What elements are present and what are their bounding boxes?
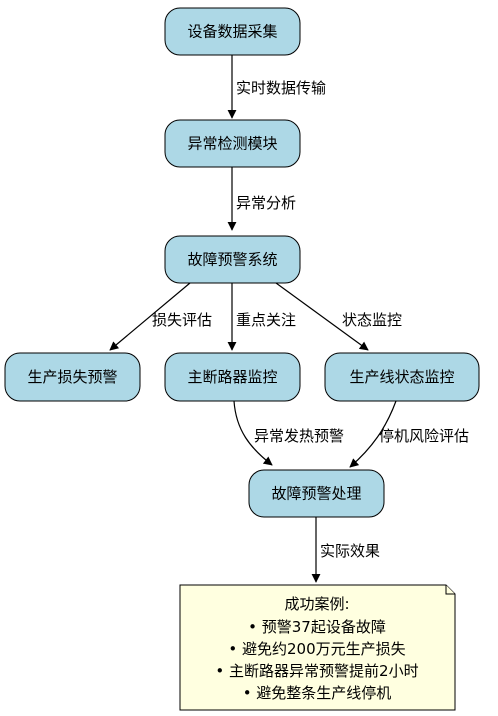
node-anomaly-detection: 异常检测模块 [164,119,301,168]
node-label: 故障预警系统 [187,251,277,269]
success-case-note: 成功案例: • 预警37起设备故障 • 避免约200万元生产损失 • 主断路器异… [179,584,456,711]
node-fault-handling: 故障预警处理 [248,469,385,518]
edge-label-analysis: 异常分析 [236,194,296,212]
edge-label-heat: 异常发热预警 [254,427,344,445]
note-item: • 避免约200万元生产损失 [228,640,405,658]
node-fault-warning-system: 故障预警系统 [164,235,301,284]
edge-line-to-handling: 停机风险评估 [349,400,469,468]
edge-line [349,400,397,468]
edge-warn-to-breaker: 重点关注 [227,283,296,351]
node-data-collection: 设备数据采集 [164,7,301,56]
edge-line [233,400,273,466]
node-line-status-monitor: 生产线状态监控 [324,352,480,402]
node-label: 生产线状态监控 [349,368,454,386]
edge-handling-to-note: 实际效果 [311,517,380,583]
edge-line [275,282,369,351]
edge-line [109,282,191,351]
node-breaker-monitor: 主断路器监控 [164,352,301,402]
note-item: • 主断路器异常预警提前2小时 [215,662,418,680]
edge-label-effect: 实际效果 [320,542,380,560]
edge-detect-to-warn: 异常分析 [227,167,296,231]
node-label: 设备数据采集 [187,23,277,41]
note-shape [179,584,456,711]
note-item: • 避免整条生产线停机 [243,684,392,702]
edge-warn-to-loss: 损失评估 [109,282,212,351]
node-label: 异常检测模块 [187,135,277,153]
edge-collect-to-detect: 实时数据传输 [227,55,326,119]
node-production-loss-warning: 生产损失预警 [4,352,141,402]
note-item: • 预警37起设备故障 [248,618,386,636]
edge-label-status-monitor: 状态监控 [342,311,402,329]
edge-warn-to-line: 状态监控 [275,282,402,351]
edge-label-realtime: 实时数据传输 [236,79,326,97]
note-title: 成功案例: [284,595,349,613]
edge-label-downtime: 停机风险评估 [379,427,469,445]
edge-label-focus: 重点关注 [236,311,296,329]
node-label: 主断路器监控 [187,368,277,386]
node-label: 故障预警处理 [271,485,361,503]
edge-breaker-to-handling: 异常发热预警 [233,400,344,466]
edge-label-loss-eval: 损失评估 [152,311,212,329]
note-fold [445,585,455,595]
node-label: 生产损失预警 [27,368,117,386]
